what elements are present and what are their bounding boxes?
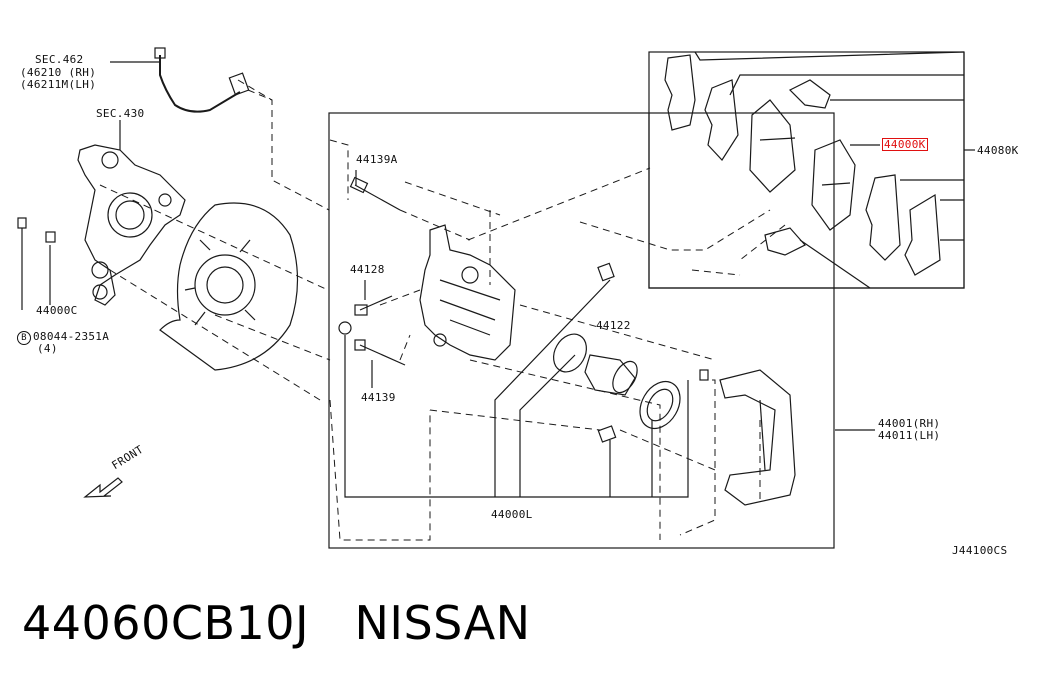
label-46210: (46210 (RH) bbox=[20, 66, 97, 79]
label-44122: 44122 bbox=[596, 319, 631, 332]
caliper-group-frame bbox=[328, 112, 835, 549]
pad-group-frame bbox=[648, 52, 965, 289]
label-44128: 44128 bbox=[350, 263, 385, 276]
brand-name: NISSAN bbox=[354, 596, 531, 650]
label-46211: (46211M(LH) bbox=[20, 78, 97, 91]
caption: 44060CB10J NISSAN bbox=[22, 596, 531, 650]
label-44000c: 44000C bbox=[36, 304, 78, 317]
label-44011: 44011(LH) bbox=[878, 429, 941, 442]
pad-kit-frame bbox=[648, 51, 965, 289]
label-bolt-code: 08044-2351A bbox=[33, 330, 110, 343]
label-44000l: 44000L bbox=[491, 508, 533, 521]
label-bolt-qty: (4) bbox=[37, 342, 58, 355]
label-sec462: SEC.462 bbox=[35, 53, 84, 66]
label-44080k: 44080K bbox=[977, 144, 1019, 157]
label-44001: 44001(RH) bbox=[878, 417, 941, 430]
label-sec430: SEC.430 bbox=[96, 107, 145, 120]
label-44139a: 44139A bbox=[356, 153, 398, 166]
part-number: 44060CB10J bbox=[22, 596, 310, 650]
bolt-symbol: B bbox=[17, 331, 31, 345]
label-44000k-highlighted: 44000K bbox=[882, 138, 928, 151]
diagram-code: J44100CS bbox=[952, 544, 1008, 557]
label-44139: 44139 bbox=[361, 391, 396, 404]
